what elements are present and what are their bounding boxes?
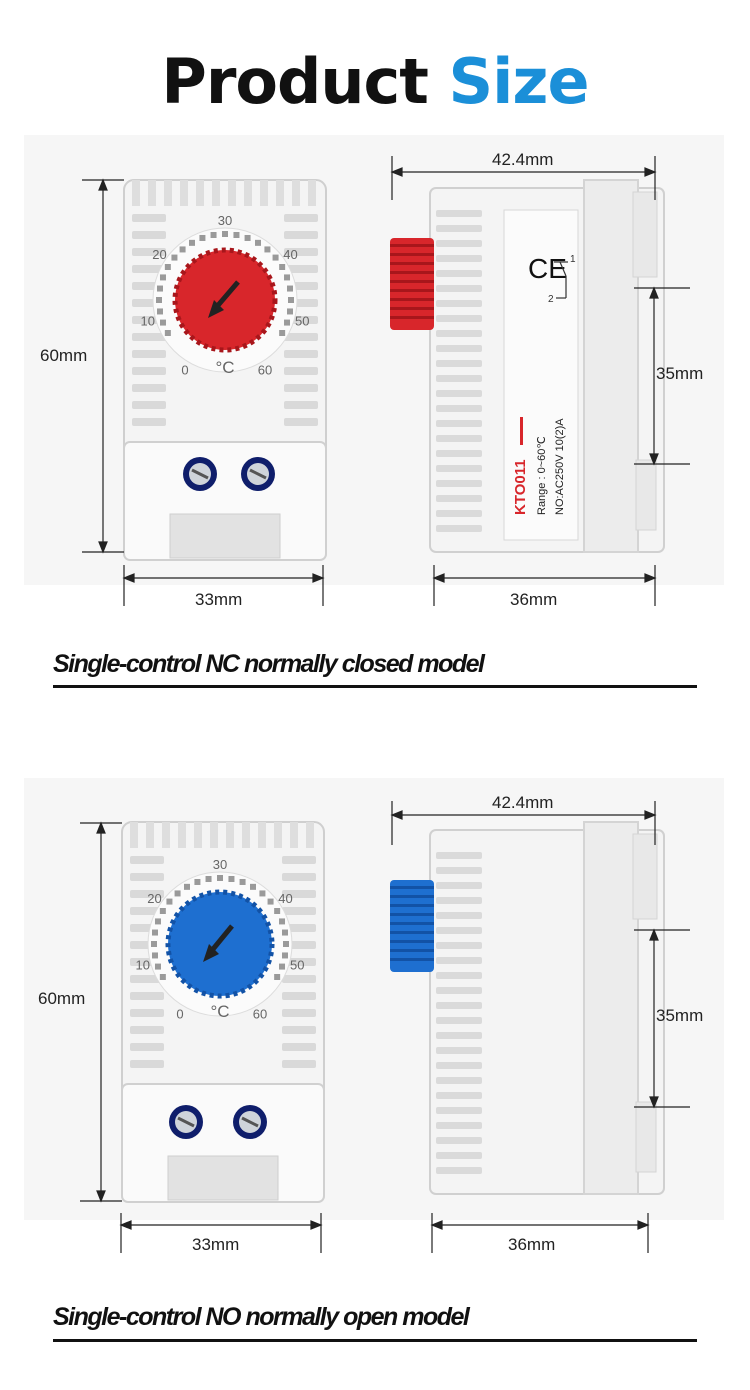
dimension-lines-no [80,801,690,1253]
side-width-label-no: 42.4mm [492,793,554,812]
caption-no: Single-control NO normally open model [53,1303,470,1331]
height-label-no: 60mm [38,989,86,1008]
dial-scale-label: 20 [147,891,161,906]
range-text: Range : 0~60℃ [536,436,548,515]
rating-text: NO:AC250V 10(2)A [554,418,566,515]
side-view-no [390,821,665,1195]
dimension-lines-nc [82,156,690,606]
dial-scale-label: 10 [140,314,154,329]
title-word-size: Size [448,45,590,118]
ce-mark: CE [528,253,567,284]
dial-unit: °C [210,1002,229,1021]
height-label-nc: 60mm [40,346,88,365]
rail-label-nc: 35mm [656,364,704,383]
dial-scale-label: 10 [135,958,149,973]
caption-rule-nc [53,685,697,688]
front-width-label-nc: 33mm [195,590,243,609]
terminal-1-label: 1 [570,254,576,265]
caption-rule-no [53,1339,697,1342]
side-width-label-nc: 42.4mm [492,150,554,169]
dial-scale-label: 40 [283,247,297,262]
dial-scale-label: 60 [253,1006,267,1021]
dial-scale-label: 40 [278,891,292,906]
caption-nc: Single-control NC normally closed model [53,650,485,678]
front-view-no: 0 10 20 30 40 50 60 °C [121,821,325,1203]
dial-scale-label: 30 [218,213,232,228]
title-word-product: Product [161,45,429,118]
rail-label-no: 35mm [656,1006,704,1025]
depth-label-nc: 36mm [510,590,558,609]
model-number: KTO011 [512,459,529,515]
front-width-label-no: 33mm [192,1235,240,1254]
front-view-nc: 0 10 20 30 40 50 60 °C [123,179,327,561]
dial-scale-label: 50 [295,314,309,329]
dial-scale-label: 30 [213,857,227,872]
terminal-2-label: 2 [548,294,554,305]
dial-scale-label: 0 [181,362,188,377]
dial-scale-label: 50 [290,958,304,973]
dial-scale-label: 20 [152,247,166,262]
dial-unit: °C [215,358,234,377]
dial-scale-label: 60 [258,362,272,377]
page-title: Product Size [0,42,750,122]
dial-scale-label: 0 [176,1006,183,1021]
depth-label-no: 36mm [508,1235,556,1254]
side-view-nc: CE 1 2 KTO011 Range : 0~60℃ NO:AC250V 10… [390,179,665,553]
